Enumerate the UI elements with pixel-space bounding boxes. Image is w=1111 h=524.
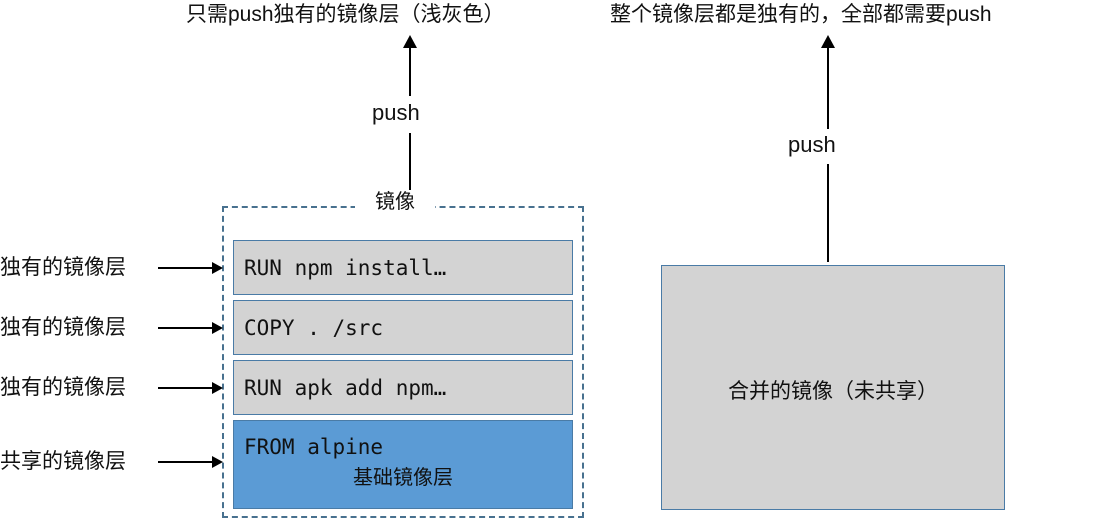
merged-image-label: 合并的镜像（未共享） xyxy=(728,380,938,403)
image-layer-copy-src[interactable]: COPY . /src xyxy=(233,300,573,355)
left-push-arrow-upper-line xyxy=(409,46,411,96)
left-push-label: push xyxy=(372,100,420,125)
layer-code-text: RUN apk add npm… xyxy=(244,375,447,400)
merged-image-box[interactable] xyxy=(661,265,1005,510)
side-label-shared-layer: 共享的镜像层 xyxy=(0,450,126,473)
side-arrow-line-1 xyxy=(158,267,213,269)
side-label-unique-layer-2: 独有的镜像层 xyxy=(0,316,126,339)
layer-code-text: COPY . /src xyxy=(244,315,384,340)
right-push-arrow-head-icon xyxy=(821,35,835,48)
left-push-arrow-head-icon xyxy=(403,35,417,48)
side-arrow-head-icon-3 xyxy=(212,382,223,394)
image-layer-run-npm-install[interactable]: RUN npm install… xyxy=(233,240,573,295)
side-arrow-line-4 xyxy=(158,461,213,463)
right-push-arrow-upper-line xyxy=(827,46,829,129)
side-label-unique-layer-1: 独有的镜像层 xyxy=(0,256,126,279)
right-panel-caption: 整个镜像层都是独有的，全部都需要push xyxy=(610,3,992,26)
layer-code-text: RUN npm install… xyxy=(244,255,447,280)
image-layer-run-apk-add-npm[interactable]: RUN apk add npm… xyxy=(233,360,573,415)
right-push-label: push xyxy=(788,132,836,157)
side-arrow-head-icon-4 xyxy=(212,456,223,468)
layer-code-text: FROM alpine xyxy=(244,435,384,459)
image-container-label: 镜像 xyxy=(375,191,415,213)
base-layer-sub-label: 基础镜像层 xyxy=(353,467,453,489)
side-arrow-line-2 xyxy=(158,327,213,329)
left-panel-caption: 只需push独有的镜像层（浅灰色） xyxy=(186,3,505,26)
side-arrow-line-3 xyxy=(158,387,213,389)
dashed-border-label-gap xyxy=(355,199,435,215)
image-layer-from-alpine[interactable]: FROM alpine 基础镜像层 xyxy=(233,420,573,509)
side-arrow-head-icon-1 xyxy=(212,262,223,274)
right-push-arrow-lower-line xyxy=(827,164,829,262)
side-label-unique-layer-3: 独有的镜像层 xyxy=(0,376,126,399)
side-arrow-head-icon-2 xyxy=(212,322,223,334)
left-push-arrow-lower-line xyxy=(409,133,411,190)
